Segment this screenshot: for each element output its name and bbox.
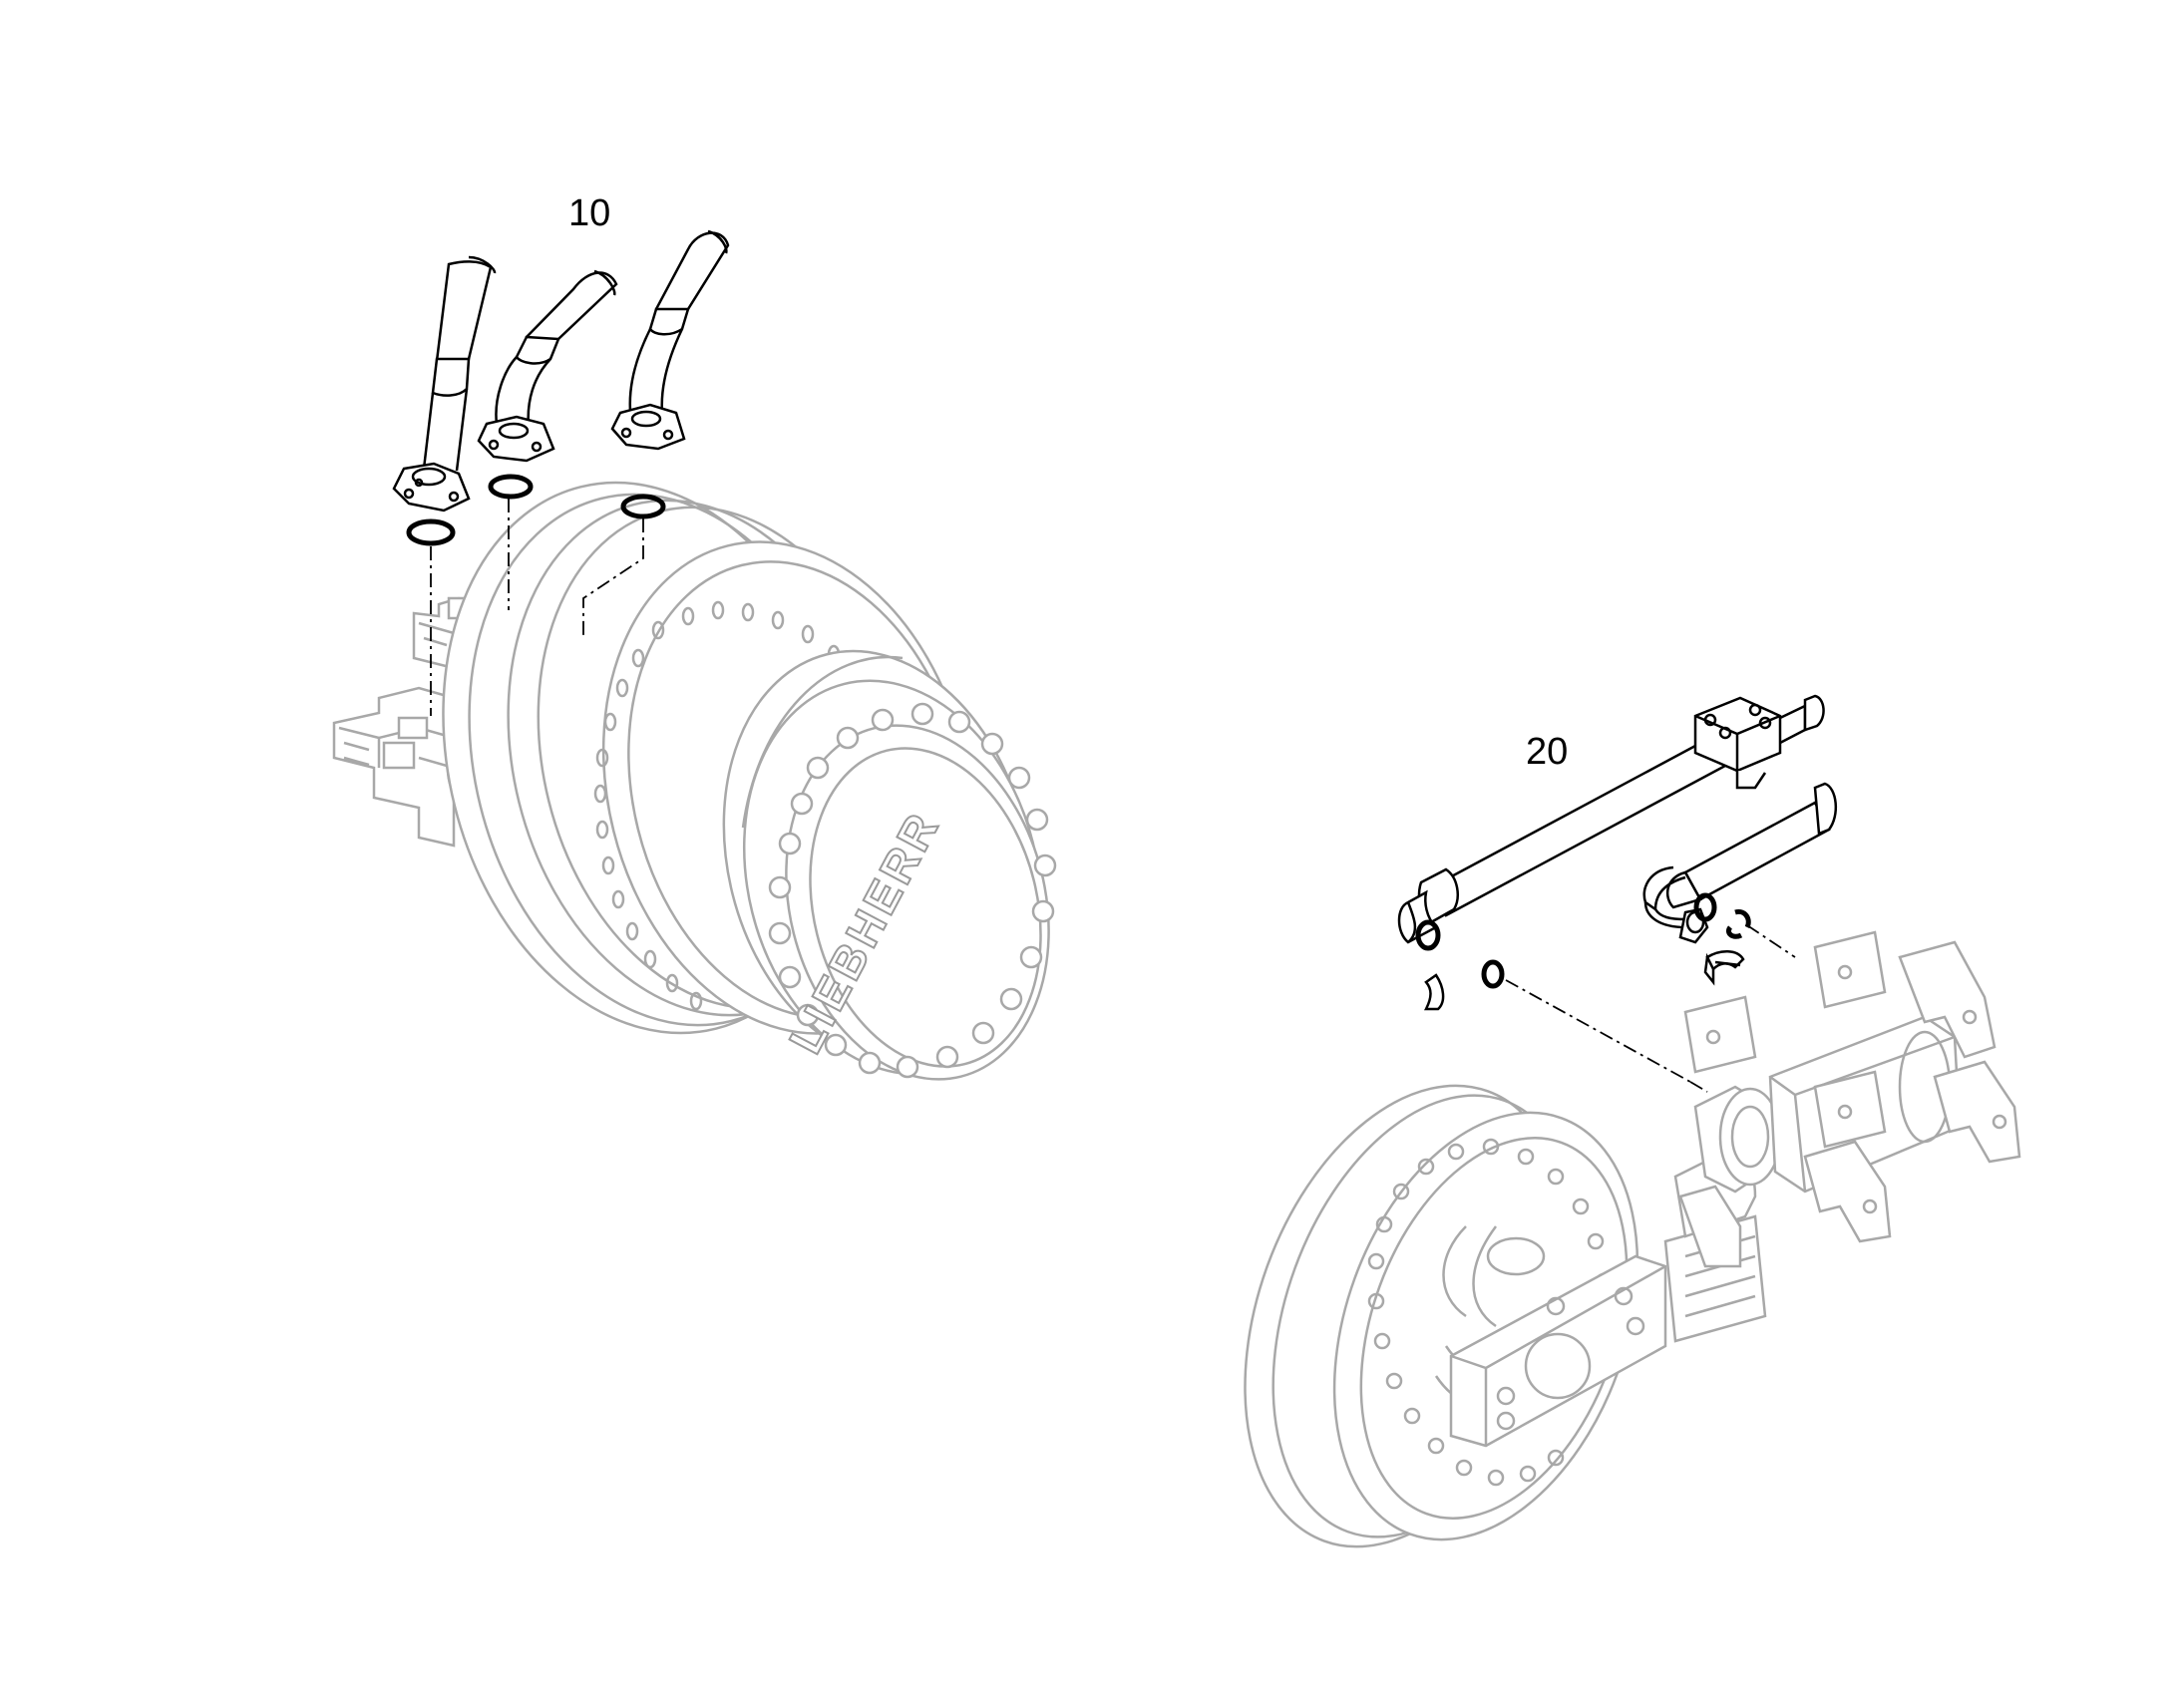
seals-20 xyxy=(1415,892,1751,1011)
tension-cylinder-yoke xyxy=(1449,930,2021,1448)
idler-bolt-circle xyxy=(1367,1138,1613,1487)
callout-10: 10 xyxy=(568,192,610,234)
pipe-clamp xyxy=(1693,694,1825,790)
assembly-20: 20 xyxy=(1244,694,2021,1548)
travel-drive-gearbox: LIEBHERR xyxy=(442,481,1057,1081)
hose-middle xyxy=(477,269,618,463)
assembly-10: LIEBHERR xyxy=(332,192,1057,1081)
assembly-lines-10 xyxy=(430,499,644,716)
steel-pipe-lower xyxy=(1642,782,1837,944)
hub-sprocket-teeth xyxy=(768,702,1057,1079)
assembly-lines-20 xyxy=(1505,924,1796,1093)
hose-right xyxy=(610,229,730,451)
callout-20: 20 xyxy=(1526,731,1568,773)
o-rings-10 xyxy=(406,474,666,546)
hose-left xyxy=(392,255,497,512)
fork-bolt-holes xyxy=(1705,964,2007,1214)
